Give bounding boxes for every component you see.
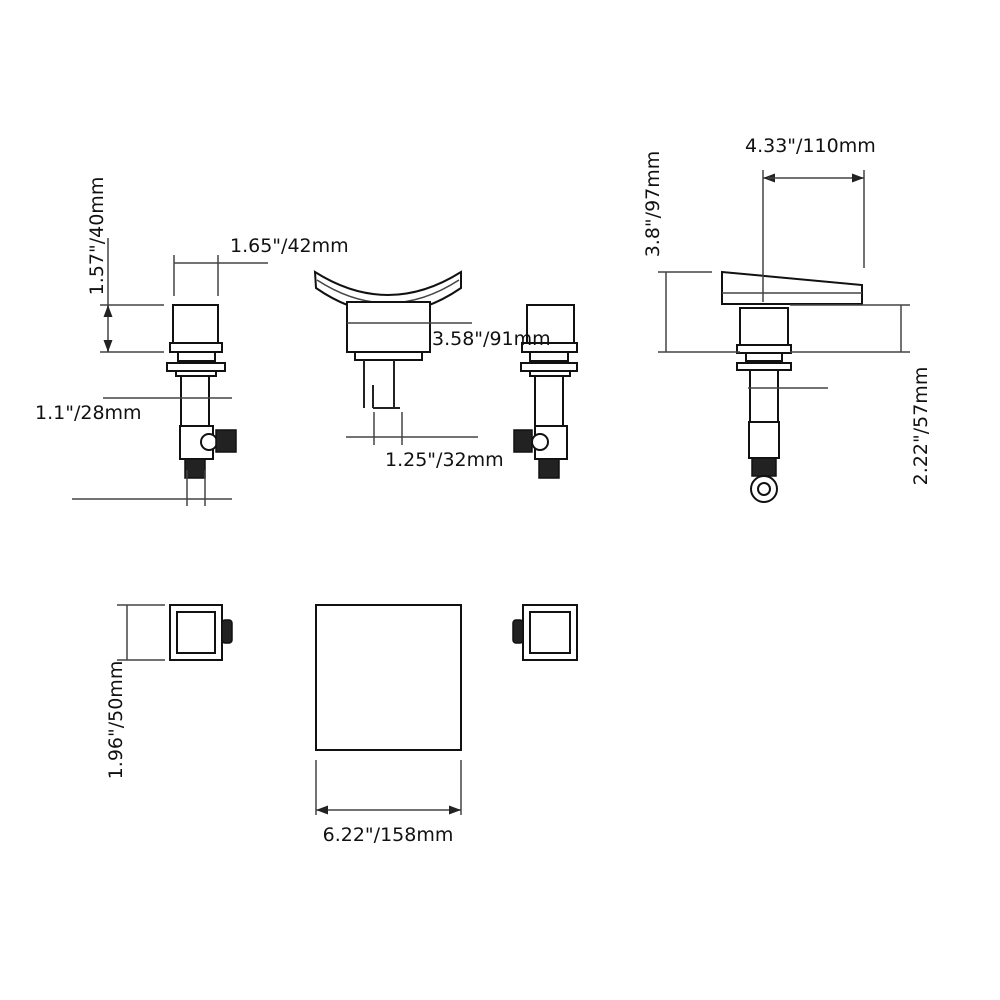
dimension-spout-top-width: 6.22"/158mm	[315, 760, 462, 846]
dimension-handle-width: 1.65"/42mm	[173, 235, 349, 296]
spout-reach-label: 4.33"/110mm	[745, 135, 876, 157]
dimension-spout-stem-width: 1.25"/32mm	[346, 412, 504, 471]
handle-height-label: 1.57"/40mm	[86, 177, 108, 296]
handle-width-label: 1.65"/42mm	[230, 235, 349, 257]
dimension-spout-base-height: 2.22"/57mm	[790, 304, 932, 486]
dimension-spout-base-width: 3.58"/91mm	[347, 322, 551, 350]
dimension-handle-height: 1.57"/40mm	[86, 177, 164, 353]
spout-side-view	[721, 270, 863, 503]
spout-stem-width-label: 1.25"/32mm	[385, 449, 504, 471]
left-valve-front-view	[166, 304, 237, 479]
dimension-handle-top-depth: 1.96"/50mm	[105, 604, 165, 780]
left-handle-top-view	[169, 604, 233, 661]
dimension-spout-height: 3.8"/97mm	[642, 151, 740, 353]
dimension-spout-reach: 4.33"/110mm	[745, 135, 876, 302]
spout-base-height-label: 2.22"/57mm	[910, 367, 932, 486]
spout-top-view	[315, 604, 462, 751]
spout-top-width-label: 6.22"/158mm	[323, 824, 454, 846]
right-handle-top-view	[512, 604, 578, 661]
valve-body-width-label: 1.1"/28mm	[35, 402, 142, 424]
spout-base-width-label: 3.58"/91mm	[432, 328, 551, 350]
right-valve-front-view	[513, 304, 578, 479]
spout-height-label: 3.8"/97mm	[642, 151, 664, 258]
spout-front-view	[313, 270, 462, 409]
dimension-valve-body-width: 1.1"/28mm	[35, 397, 232, 506]
handle-top-depth-label: 1.96"/50mm	[105, 661, 127, 780]
